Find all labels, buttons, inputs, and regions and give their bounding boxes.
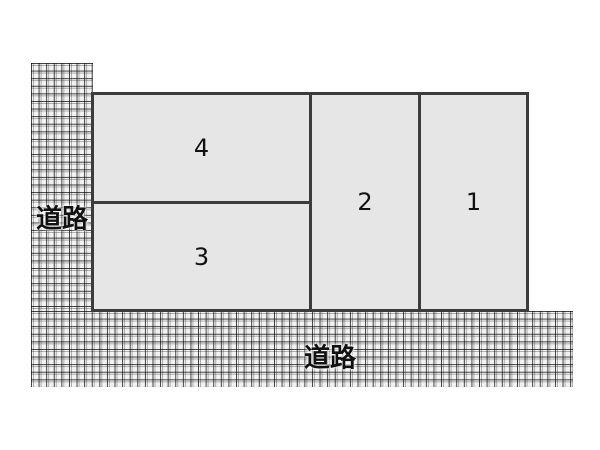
plot-1: 1	[418, 92, 529, 312]
road-bottom-label: 道路	[303, 343, 357, 374]
plot-3: 3	[91, 201, 312, 312]
plot-2-number: 2	[357, 188, 373, 216]
plot-4-number: 4	[193, 134, 210, 162]
plot-1-number: 1	[465, 188, 482, 216]
plot-3-number: 3	[193, 242, 210, 271]
road-bottom	[31, 311, 573, 387]
plot-2: 2	[309, 92, 421, 312]
plot-4: 4	[91, 92, 312, 204]
road-left-label: 道路	[35, 204, 89, 235]
